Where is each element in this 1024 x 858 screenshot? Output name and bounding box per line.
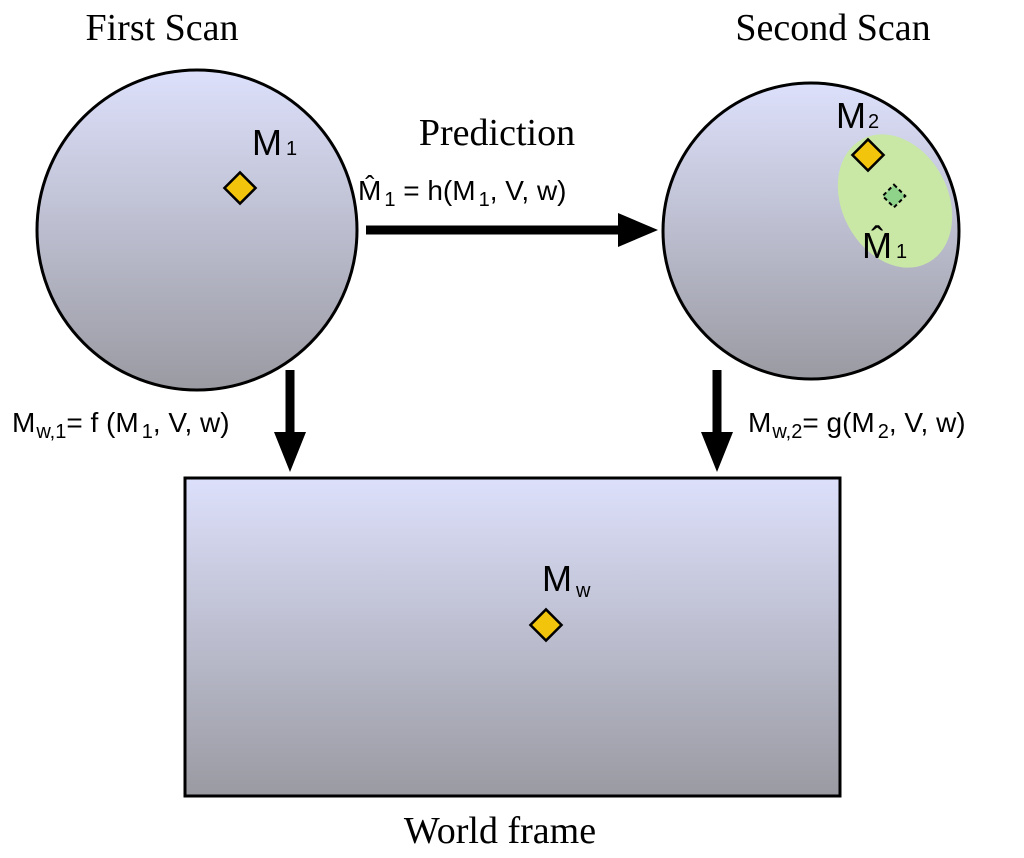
first-scan-circle — [35, 68, 359, 392]
world-frame-rect — [183, 476, 842, 798]
second-scan-title: Second Scan — [735, 7, 930, 49]
prediction-arrow-head — [618, 213, 658, 247]
first-scan-title: First Scan — [85, 7, 238, 49]
m1-marker — [222, 170, 258, 206]
prediction-title: Prediction — [419, 112, 575, 154]
mw-marker — [528, 607, 564, 643]
world-arrow-1-head — [274, 432, 306, 472]
world-arrow-2-head — [701, 432, 733, 472]
m2-marker — [850, 137, 886, 173]
world-frame-title: World frame — [404, 810, 596, 852]
m1-hat-label: M̂1 — [862, 224, 907, 266]
